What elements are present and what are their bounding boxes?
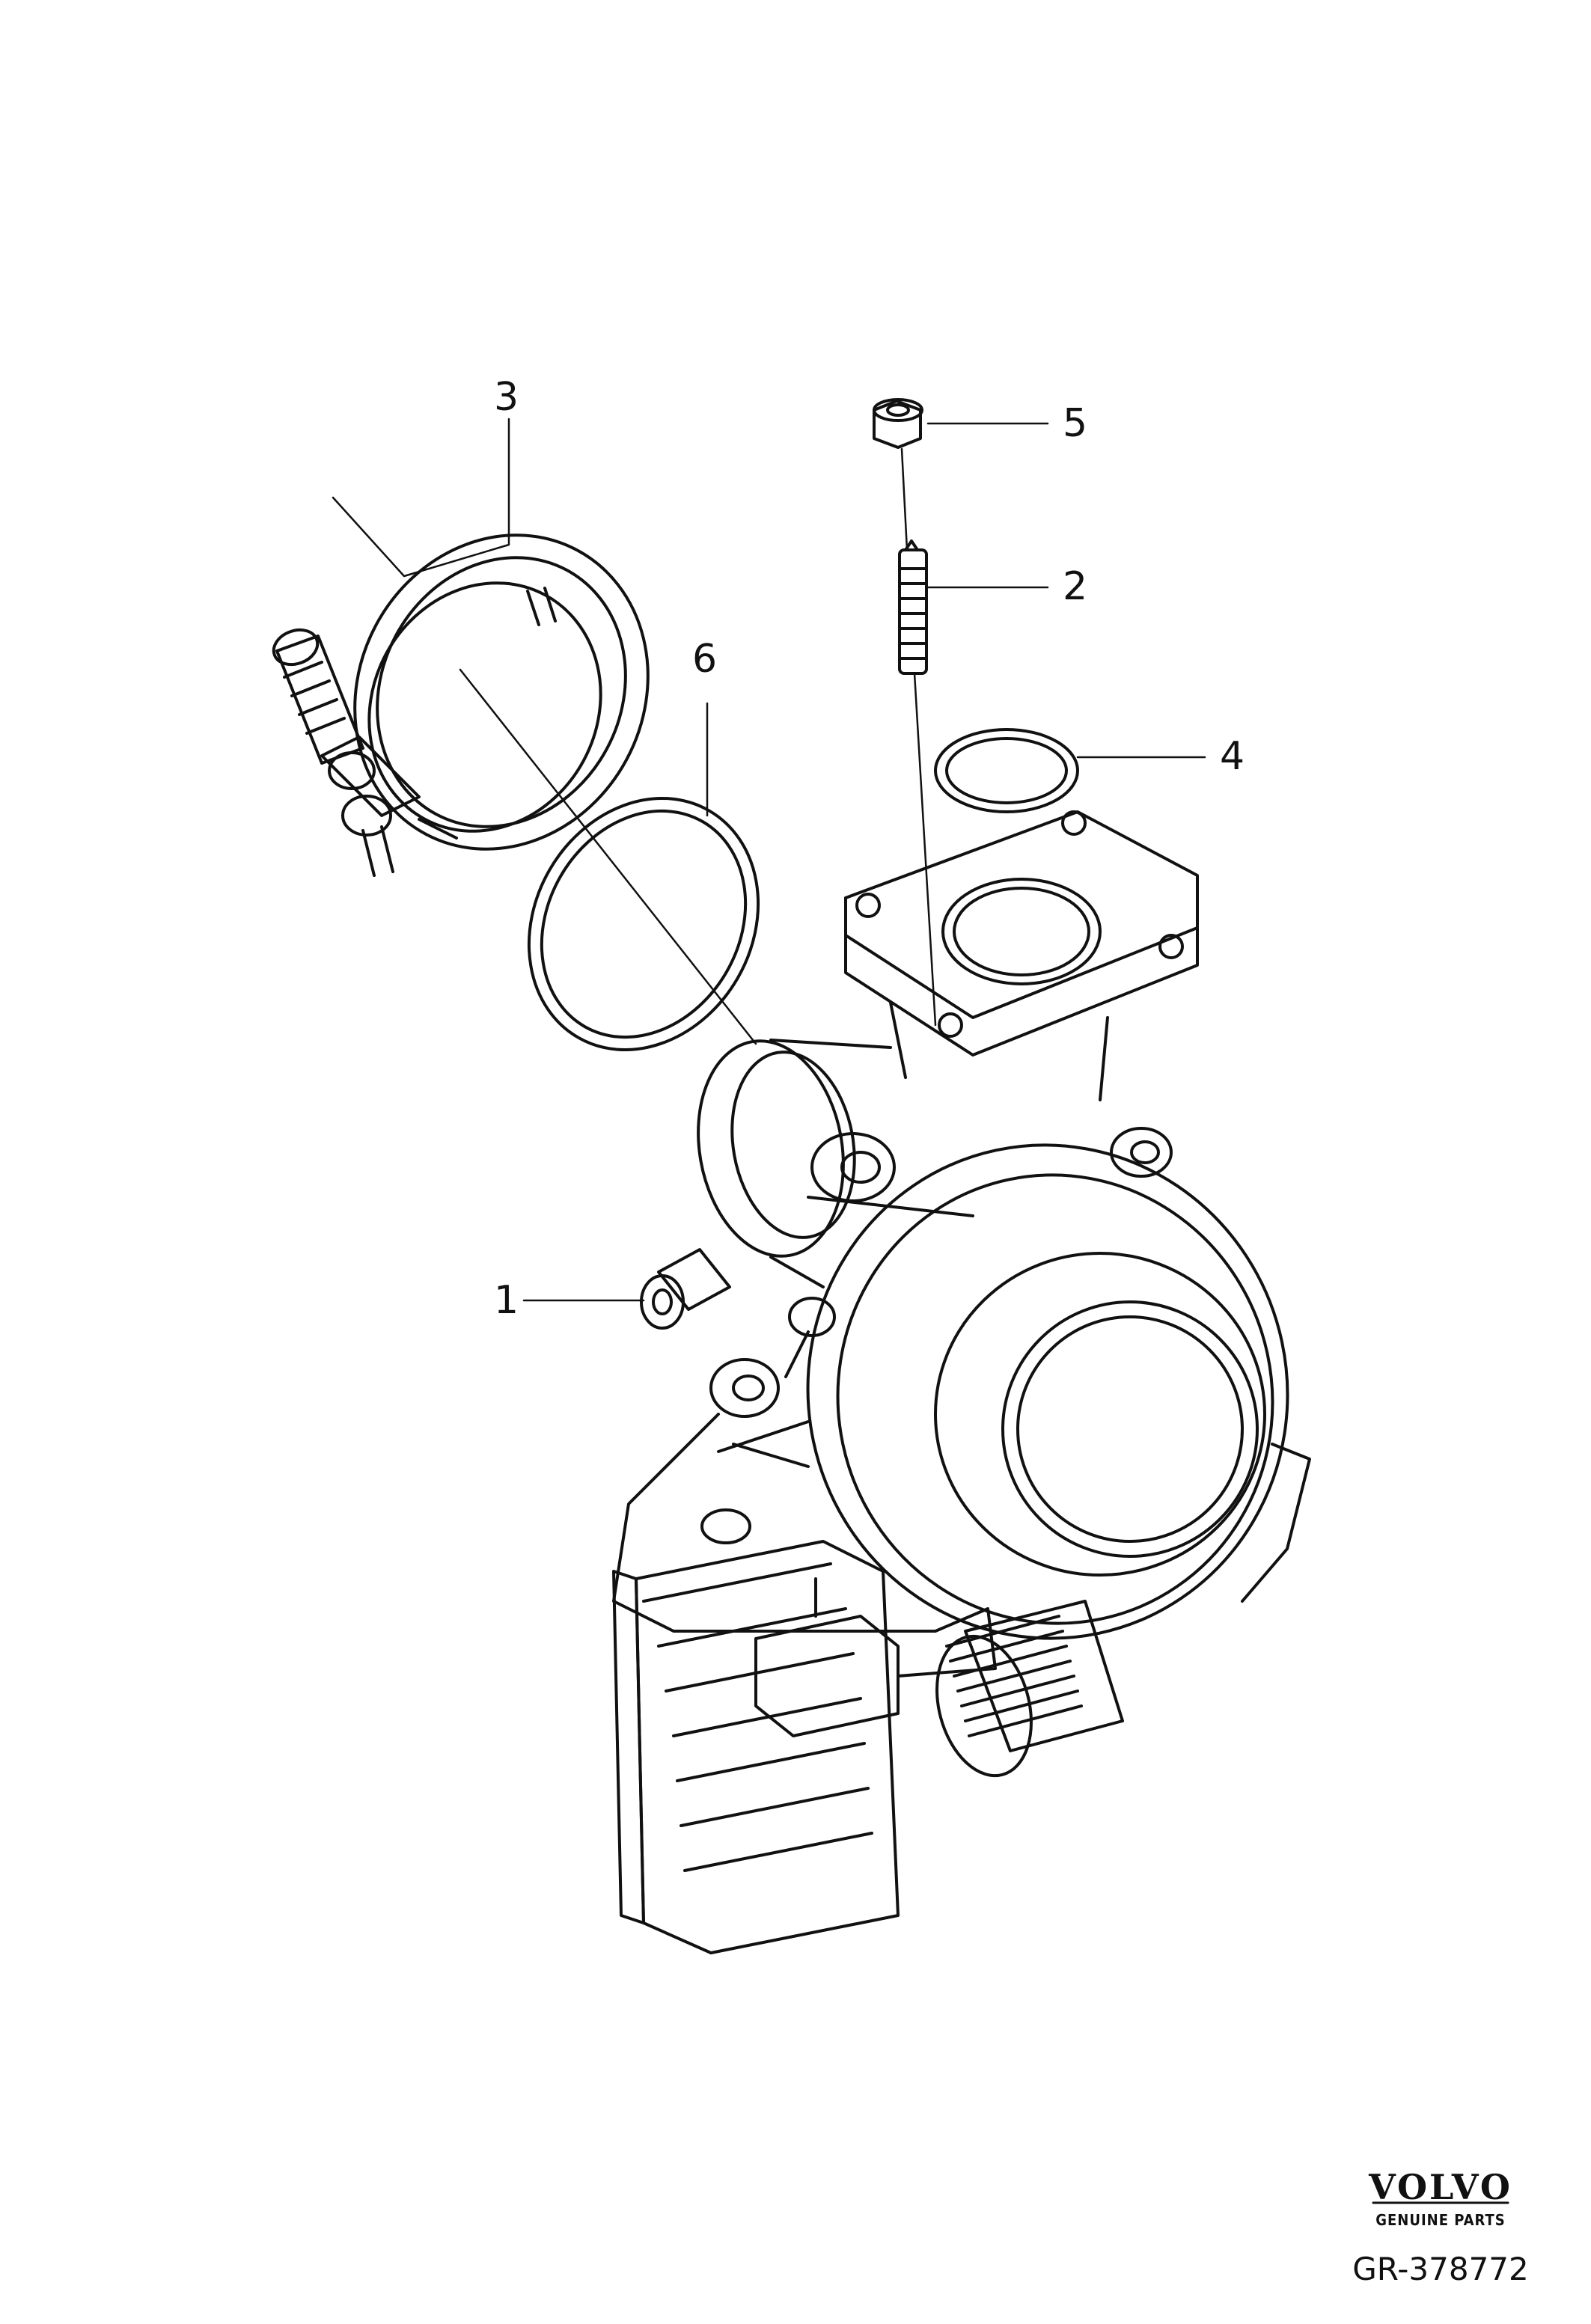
illustration-reference: GR-378772 [1352, 2251, 1529, 2287]
genuine-parts-label: GENUINE PARTS [1375, 2211, 1506, 2229]
flange-seal-ring [934, 728, 1079, 813]
outlet-gasket [527, 796, 760, 1052]
callout-2: 2 [1063, 564, 1088, 609]
callout-5: 5 [1063, 401, 1088, 446]
stud-bolt [898, 539, 928, 675]
leader-lines [332, 418, 1206, 1302]
turbocharger-assembly [612, 810, 1311, 1954]
callout-4: 4 [1220, 734, 1245, 779]
callout-6: 6 [692, 637, 718, 682]
volvo-logo: VOLVO [1369, 2167, 1512, 2207]
v-band-clamp [272, 533, 650, 877]
callout-1: 1 [494, 1278, 519, 1323]
flange-nut [873, 398, 923, 449]
callout-3: 3 [494, 375, 519, 420]
